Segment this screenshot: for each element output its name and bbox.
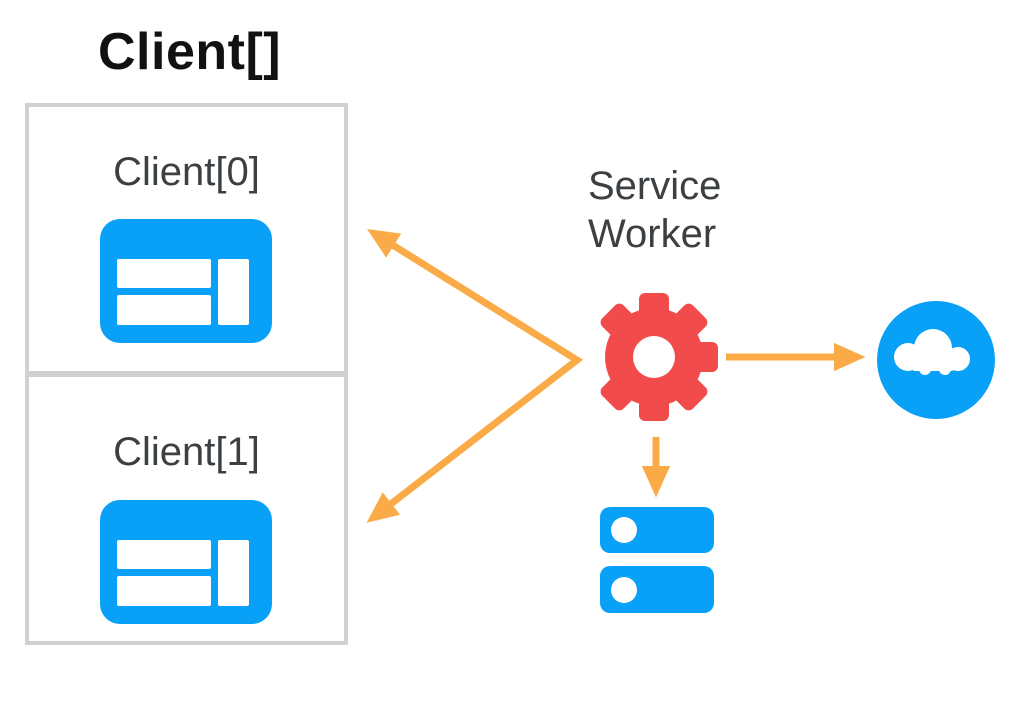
client-0-label: Client[0] <box>113 150 260 194</box>
clients-array-title: Client[] <box>98 23 282 81</box>
database-icon <box>600 507 714 613</box>
browser-window-icon <box>100 219 272 343</box>
clients-divider <box>25 371 348 377</box>
browser-window-icon <box>100 500 272 624</box>
client-1-label: Client[1] <box>113 430 260 474</box>
gear-icon <box>600 293 718 421</box>
service-worker-label: Service Worker <box>588 164 722 256</box>
cloud-icon <box>877 301 995 419</box>
arrow-service-worker-to-clients <box>366 228 584 523</box>
